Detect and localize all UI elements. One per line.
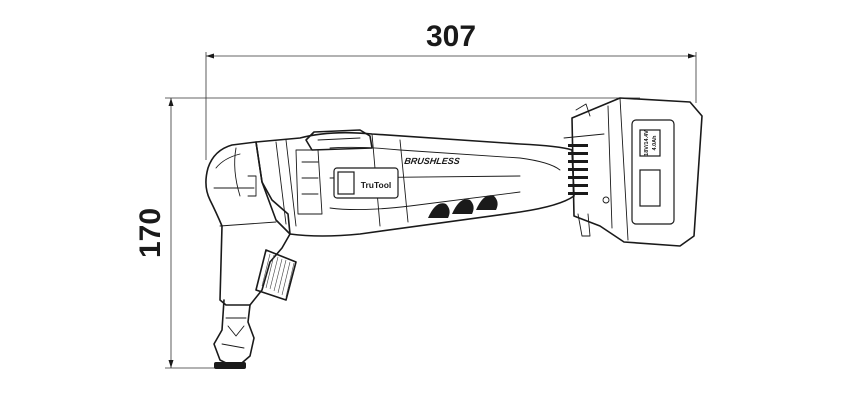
- battery-capacity-label: 4.0Ah: [652, 135, 658, 151]
- width-dimension: 307: [205, 20, 697, 160]
- battery-pack: 18V/14.4V 4.0Ah: [563, 97, 703, 247]
- brand-label: TruTool: [361, 180, 392, 190]
- height-dimension-value: 170: [134, 208, 167, 258]
- head-adjustment-ring: [255, 249, 297, 301]
- nibbler-head: [205, 141, 297, 369]
- grip-ridges: [428, 195, 498, 218]
- battery-voltage-label: 18V/14.4V: [644, 130, 650, 156]
- battery-vents: [568, 144, 588, 195]
- tool-body: TruTool BRUSHLESS: [255, 129, 575, 237]
- punch-die: [213, 299, 255, 369]
- brushless-label: BRUSHLESS: [404, 156, 461, 166]
- battery-label-panel: 18V/14.4V 4.0Ah: [631, 119, 675, 225]
- width-dimension-value: 307: [426, 20, 476, 53]
- brand-label-panel: TruTool: [333, 167, 399, 199]
- height-dimension: 170: [134, 97, 640, 369]
